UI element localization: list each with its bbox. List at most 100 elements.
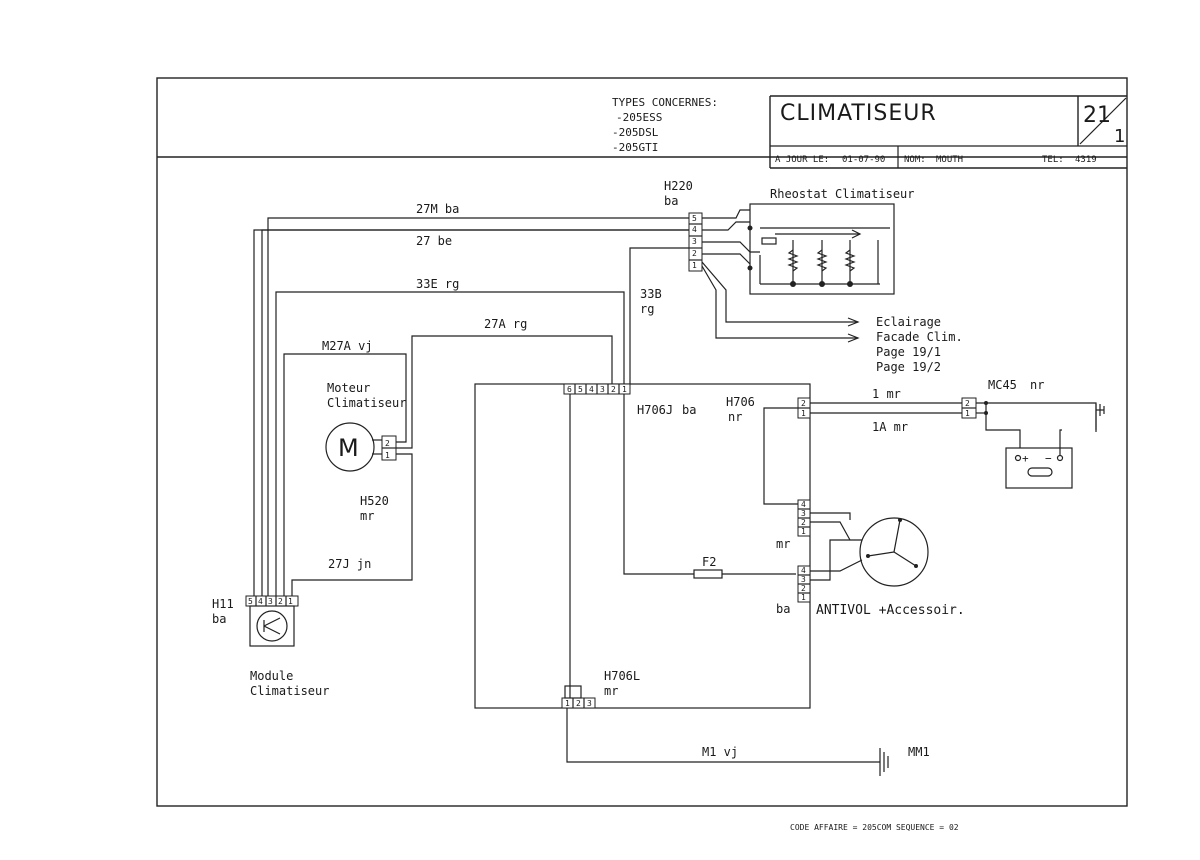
wire-33b-label-2: rg: [640, 302, 654, 316]
h706l-pin-1: 1: [565, 699, 570, 708]
h706l-pin-3: 3: [587, 699, 592, 708]
antivol-top-pin-2: 2: [801, 518, 806, 527]
antivol-bottom-pin-1: 1: [801, 593, 806, 602]
eclairage-line-4: Page 19/2: [876, 360, 941, 374]
h706j-pin-2: 2: [611, 385, 616, 394]
h520-pin-1: 1: [385, 451, 390, 460]
module-label-2: Climatiseur: [250, 684, 329, 698]
antivol-bottom-pin-4: 4: [801, 566, 806, 575]
h706j-pin-4: 4: [589, 385, 594, 394]
h220-connector: 1 2 3 4 5: [688, 212, 703, 272]
h520-color: mr: [360, 509, 374, 523]
h706j-label: H706J: [637, 403, 673, 417]
antivol-top-pin-4: 4: [801, 500, 806, 509]
page-number: 21: [1083, 103, 1111, 128]
page-sub: 1: [1114, 126, 1125, 147]
antivol-connector-top: 4 3 2 1: [797, 499, 811, 537]
h11-pin-5: 5: [248, 597, 253, 606]
rheostat: [747, 203, 895, 295]
h11-color: ba: [212, 612, 226, 626]
date-value: 01-07-90: [842, 155, 885, 165]
antivol-top-color: mr: [776, 537, 790, 551]
antivol-top-pin-3: 3: [801, 509, 806, 518]
h706j-pin-6: 6: [567, 385, 572, 394]
f2-label: F2: [702, 555, 716, 569]
h220-pin-3: 3: [692, 237, 697, 246]
h220-pin-1: 1: [692, 261, 697, 270]
antivol-bottom-pin-3: 3: [801, 575, 806, 584]
mc45-pin-1: 1: [965, 409, 970, 418]
mc45-label: MC45: [988, 378, 1017, 392]
h706j-pin-1: 1: [622, 385, 627, 394]
h706-pin-1: 1: [801, 409, 806, 418]
module-climatiseur: [249, 605, 295, 647]
h11-pin-2: 2: [278, 597, 283, 606]
rheostat-label: Rheostat Climatiseur: [770, 187, 915, 201]
h706-pin-2: 2: [801, 399, 806, 408]
h520-pin-2: 2: [385, 439, 390, 448]
h706l-color: mr: [604, 684, 618, 698]
h220-pin-4: 4: [692, 225, 697, 234]
ground-icon: [1095, 404, 1105, 432]
antivol-top-pin-1: 1: [801, 527, 806, 536]
h706l-pin-2: 2: [576, 699, 581, 708]
wire-27a-label: 27A rg: [484, 317, 527, 331]
mm1-label: MM1: [908, 745, 930, 759]
h520-label: H520: [360, 494, 389, 508]
wire-33e-label: 33E rg: [416, 277, 459, 291]
h706-label: H706: [726, 395, 755, 409]
ground-mm1-icon: [879, 748, 889, 776]
h11-connector: 5 4 3 2 1: [245, 595, 299, 607]
antivol-connector-bottom: 4 3 2 1: [797, 565, 811, 603]
h706j-color: ba: [682, 403, 696, 417]
types-header: TYPES CONCERNES:: [612, 96, 718, 109]
wire-27-label: 27 be: [416, 234, 452, 248]
motor-symbol: M: [338, 434, 359, 462]
name-label: NOM:: [904, 155, 926, 165]
wire-m1-label: M1 vj: [702, 745, 738, 759]
h706j-pin-5: 5: [578, 385, 583, 394]
h220-pin-2: 2: [692, 249, 697, 258]
h11-pin-1: 1: [288, 597, 293, 606]
battery-plus-icon: +: [1022, 452, 1029, 465]
name-value: MOUTH: [936, 155, 963, 165]
date-label: A JOUR LE:: [775, 155, 829, 165]
h11-pin-3: 3: [268, 597, 273, 606]
eclairage-line-1: Eclairage: [876, 315, 941, 329]
mc45-color: nr: [1030, 378, 1044, 392]
antivol-bottom-color: ba: [776, 602, 790, 616]
wire-1a-label: 1A mr: [872, 420, 908, 434]
motor: M 2 1: [325, 422, 397, 472]
fuse-f2: [693, 569, 723, 579]
footer-code: CODE AFFAIRE = 205COM SEQUENCE = 02: [790, 823, 959, 832]
wire-m27a-label: M27A vj: [322, 339, 373, 353]
h706-color: nr: [728, 410, 742, 424]
h706l-label: H706L: [604, 669, 640, 683]
h220-pin-5: 5: [692, 214, 697, 223]
h11-pin-4: 4: [258, 597, 263, 606]
tel-label: TEL:: [1042, 155, 1064, 165]
antivol-bottom-pin-2: 2: [801, 584, 806, 593]
h706l-connector: 1 2 3: [561, 685, 596, 709]
h11-label: H11: [212, 597, 234, 611]
motor-label-1: Moteur: [327, 381, 370, 395]
h706-connector: 2 1: [797, 397, 811, 419]
mc45-connector: 2 1: [961, 397, 977, 419]
antivol-label: ANTIVOL +Accessoir.: [816, 603, 965, 618]
ignition-switch: [810, 512, 929, 587]
wire-33b-label-1: 33B: [640, 287, 662, 301]
type-3: -205GTI: [612, 141, 658, 154]
h220-label: H220: [664, 179, 693, 193]
h706j-pin-3: 3: [600, 385, 605, 394]
tel-value: 4319: [1075, 155, 1097, 165]
wire-27m-label: 27M ba: [416, 202, 459, 216]
type-2: -205DSL: [612, 126, 659, 139]
battery: + −: [1005, 429, 1073, 489]
mc45-pin-2: 2: [965, 399, 970, 408]
battery-minus-icon: −: [1045, 452, 1052, 465]
h706j-connector: 6 5 4 3 2 1: [563, 383, 631, 395]
wire-27j-label: 27J jn: [328, 557, 371, 571]
type-1: -205ESS: [616, 111, 662, 124]
page-title: CLIMATISEUR: [780, 101, 937, 126]
